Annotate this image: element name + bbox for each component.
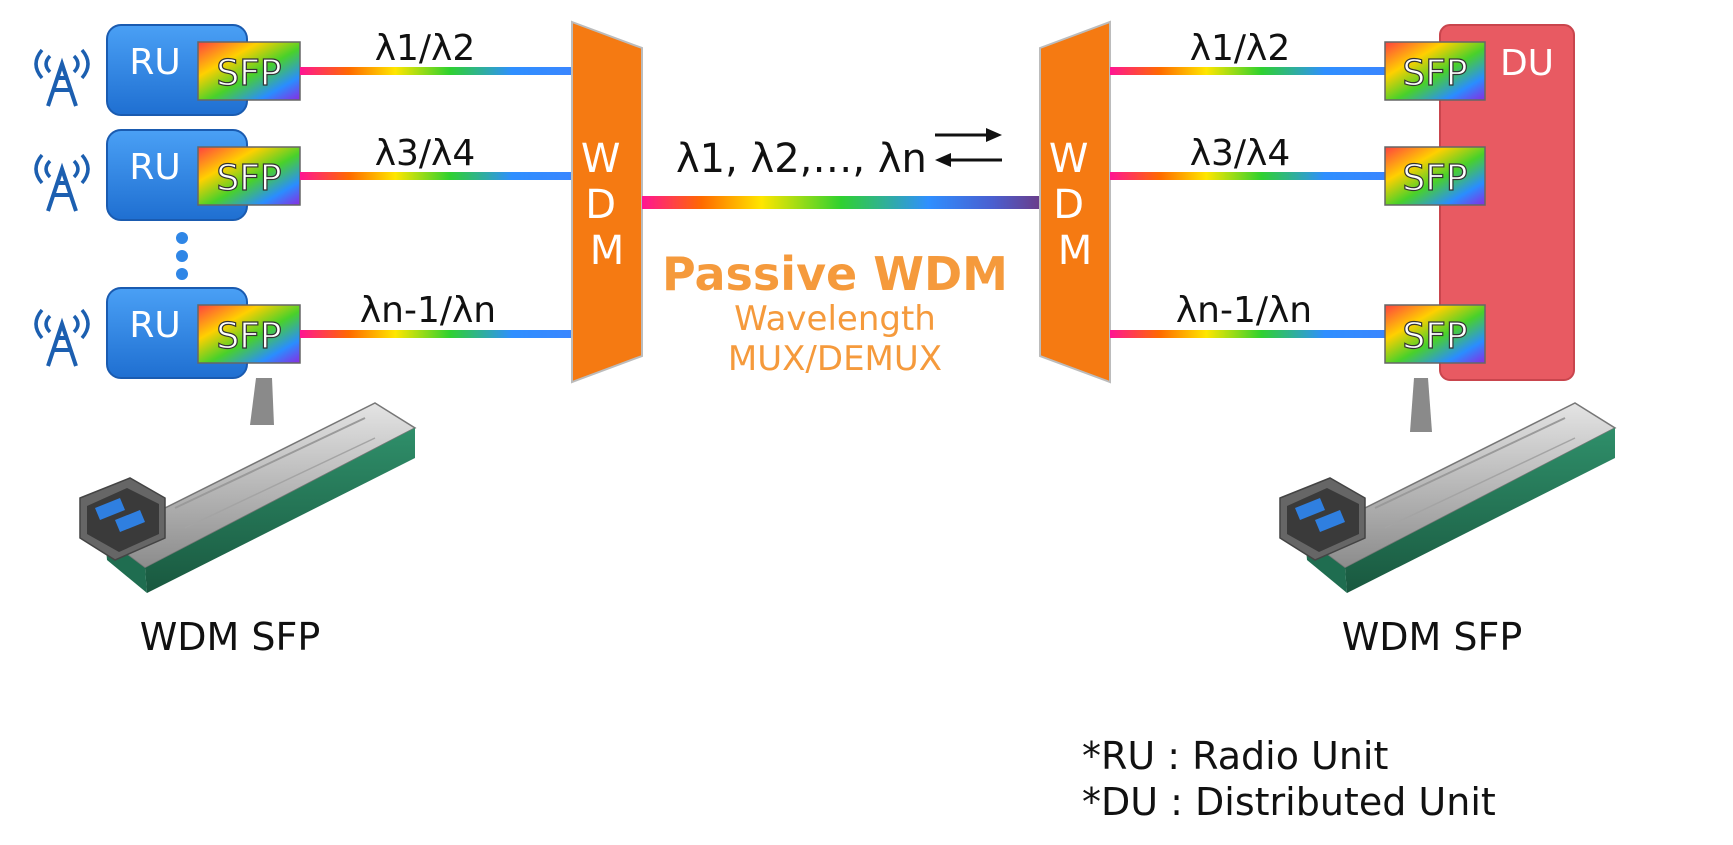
wdm-letter: W xyxy=(1049,136,1089,182)
channel-label: λ1/λ2 xyxy=(1190,28,1291,69)
antenna-icon xyxy=(34,153,90,212)
bidirectional-arrows-icon xyxy=(935,128,1002,167)
channel-label: λ1/λ2 xyxy=(375,28,476,69)
sfp-label: SFP xyxy=(1402,158,1467,199)
trunk-fiber xyxy=(642,196,1040,209)
fiber-line xyxy=(1110,330,1385,338)
sfp-module-image xyxy=(1279,402,1617,593)
du-unit: DU SFP SFP SFP xyxy=(1384,24,1575,381)
footnotes: *RU : Radio Unit *DU : Distributed Unit xyxy=(1082,733,1496,825)
ru-unit: RU SFP xyxy=(106,287,301,379)
fiber-line xyxy=(1110,172,1385,180)
ru-unit: RU SFP xyxy=(106,129,301,221)
channel-label: λn-1/λn xyxy=(1176,290,1312,331)
trunk-label: λ1, λ2,…, λn xyxy=(676,136,927,182)
antenna-icon xyxy=(34,48,90,107)
ru-label: RU xyxy=(129,42,180,83)
ru-label: RU xyxy=(129,147,180,188)
fiber-line xyxy=(300,172,572,180)
wdm-mux-right: W D M xyxy=(1039,20,1111,384)
channel-label: λn-1/λn xyxy=(360,290,496,331)
module-caption: WDM SFP xyxy=(1342,615,1523,659)
sfp-module-image xyxy=(79,402,417,593)
sfp-label: SFP xyxy=(1402,316,1467,357)
callout-pointer xyxy=(1410,378,1432,432)
fiber-line xyxy=(300,330,572,338)
footnote-ru: *RU : Radio Unit xyxy=(1082,734,1389,778)
wdm-label: W D M xyxy=(581,136,633,274)
ru-label: RU xyxy=(129,305,180,346)
ellipsis-dots xyxy=(176,232,188,280)
channel-label: λ3/λ4 xyxy=(375,133,476,174)
sfp-port xyxy=(1384,41,1486,101)
sfp-label: SFP xyxy=(1402,53,1467,94)
ru-unit: RU SFP xyxy=(106,24,301,116)
footnote-du: *DU : Distributed Unit xyxy=(1082,780,1496,824)
antenna-icon xyxy=(34,308,90,367)
wdm-letter: D xyxy=(585,182,616,228)
fiber-line xyxy=(300,67,572,75)
wdm-letter: M xyxy=(1058,228,1093,274)
passive-wdm-subtitle: Wavelength xyxy=(734,299,936,339)
sfp-port xyxy=(1384,146,1486,206)
sfp-label: SFP xyxy=(216,53,281,94)
wdm-mux-left: W D M xyxy=(571,20,643,384)
wdm-letter: M xyxy=(590,228,625,274)
passive-wdm-title: Passive WDM xyxy=(662,247,1008,301)
sfp-label: SFP xyxy=(216,158,281,199)
wdm-letter: D xyxy=(1053,182,1084,228)
sfp-port xyxy=(197,304,301,364)
sfp-label: SFP xyxy=(216,316,281,357)
sfp-port xyxy=(197,41,301,101)
passive-wdm-subtitle: MUX/DEMUX xyxy=(728,339,942,379)
module-caption: WDM SFP xyxy=(140,615,321,659)
fiber-line xyxy=(1110,67,1385,75)
sfp-port xyxy=(1384,304,1486,364)
channel-label: λ3/λ4 xyxy=(1190,133,1291,174)
wdm-letter: W xyxy=(581,136,621,182)
du-label: DU xyxy=(1500,43,1554,84)
wdm-label: W D M xyxy=(1049,136,1101,274)
callout-pointer xyxy=(250,378,274,425)
